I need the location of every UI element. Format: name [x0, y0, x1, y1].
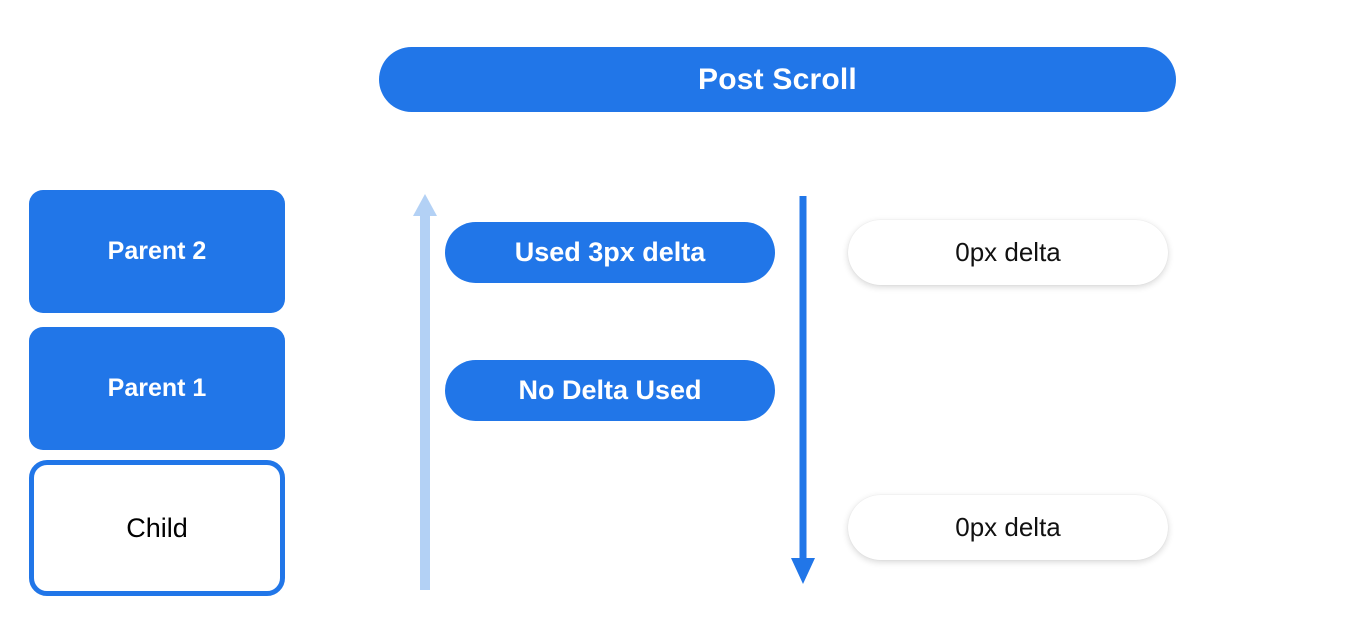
- annotation-label: Used 3px delta: [514, 237, 706, 267]
- stack-box-label: Parent 2: [107, 237, 207, 265]
- banner-label: Post Scroll: [698, 62, 857, 96]
- stack-box-parent-2: Parent 2: [29, 190, 285, 313]
- annotation-label: 0px delta: [955, 512, 1061, 542]
- stack-box-label: Parent 1: [107, 374, 207, 402]
- annotation-no-delta-used: No Delta Used: [445, 360, 775, 421]
- post-scroll-banner: Post Scroll: [379, 47, 1176, 112]
- scroll-up-arrow-icon: [413, 194, 437, 590]
- stack-box-child: Child: [29, 460, 285, 596]
- annotation-zero-delta-bottom: 0px delta: [848, 495, 1168, 560]
- annotation-used-3px-delta: Used 3px delta: [445, 222, 775, 283]
- scroll-chain-stack: Parent 2 Parent 1 Child: [29, 190, 285, 596]
- annotation-zero-delta-top: 0px delta: [848, 220, 1168, 285]
- annotation-label: 0px delta: [955, 237, 1061, 267]
- annotation-label: No Delta Used: [518, 375, 702, 405]
- scroll-down-arrow-icon: [791, 196, 815, 584]
- stack-box-parent-1: Parent 1: [29, 327, 285, 450]
- stack-box-label: Child: [126, 512, 188, 543]
